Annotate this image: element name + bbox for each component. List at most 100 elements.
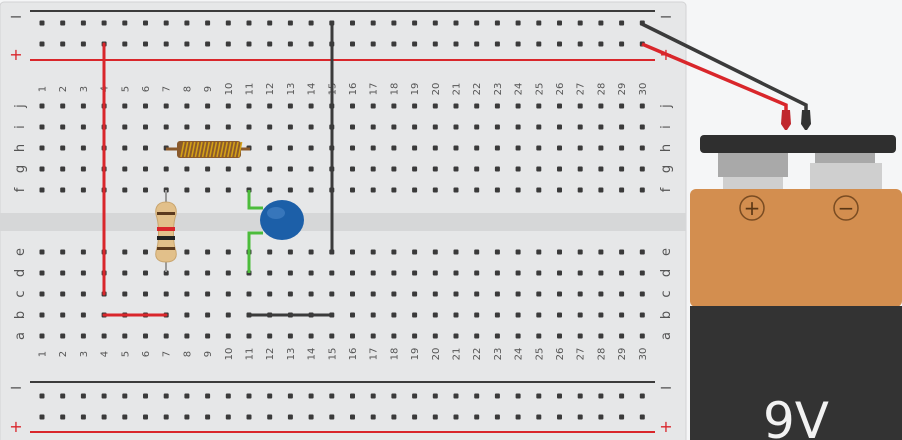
breadboard-hole[interactable]	[474, 145, 480, 151]
breadboard-hole[interactable]	[287, 187, 293, 193]
rail-hole[interactable]	[453, 393, 459, 399]
rail-hole[interactable]	[287, 393, 293, 399]
rail-hole[interactable]	[39, 393, 45, 399]
breadboard-hole[interactable]	[557, 291, 562, 297]
breadboard-hole[interactable]	[60, 124, 66, 130]
breadboard-hole[interactable]	[80, 166, 86, 172]
breadboard-hole[interactable]	[143, 166, 148, 172]
breadboard-hole[interactable]	[60, 145, 66, 151]
rail-hole[interactable]	[329, 414, 335, 420]
breadboard-hole[interactable]	[370, 249, 376, 255]
breadboard-hole[interactable]	[494, 124, 500, 130]
breadboard-hole[interactable]	[577, 333, 583, 339]
breadboard-hole[interactable]	[515, 145, 521, 151]
breadboard-hole[interactable]	[639, 187, 645, 193]
breadboard-hole[interactable]	[122, 187, 128, 193]
breadboard-hole[interactable]	[225, 124, 231, 130]
battery-lead-black[interactable]	[641, 22, 808, 112]
rail-hole[interactable]	[474, 393, 480, 399]
rail-hole[interactable]	[225, 414, 231, 420]
breadboard-hole[interactable]	[122, 333, 128, 339]
breadboard-hole[interactable]	[80, 249, 86, 255]
breadboard-hole[interactable]	[267, 103, 273, 109]
breadboard-hole[interactable]	[536, 291, 542, 297]
breadboard-hole[interactable]	[639, 103, 645, 109]
breadboard-hole[interactable]	[287, 333, 293, 339]
breadboard-hole[interactable]	[557, 333, 562, 339]
breadboard-hole[interactable]	[453, 249, 459, 255]
breadboard-hole[interactable]	[453, 312, 459, 318]
breadboard-hole[interactable]	[287, 145, 293, 151]
rail-hole[interactable]	[205, 20, 211, 26]
breadboard-hole[interactable]	[143, 145, 148, 151]
breadboard-hole[interactable]	[350, 187, 355, 193]
breadboard-hole[interactable]	[557, 270, 562, 276]
breadboard-hole[interactable]	[39, 103, 45, 109]
breadboard-hole[interactable]	[432, 145, 438, 151]
breadboard-hole[interactable]	[184, 291, 190, 297]
rail-hole[interactable]	[536, 414, 542, 420]
rail-hole[interactable]	[184, 393, 190, 399]
breadboard-hole[interactable]	[474, 291, 480, 297]
breadboard-hole[interactable]	[80, 270, 86, 276]
rail-hole[interactable]	[246, 20, 252, 26]
inductor[interactable]	[166, 141, 250, 158]
rail-hole[interactable]	[557, 41, 562, 47]
breadboard-hole[interactable]	[39, 145, 45, 151]
breadboard-hole[interactable]	[536, 270, 542, 276]
breadboard-hole[interactable]	[143, 187, 148, 193]
breadboard-hole[interactable]	[474, 124, 480, 130]
breadboard-hole[interactable]	[60, 312, 66, 318]
breadboard-hole[interactable]	[143, 291, 148, 297]
breadboard-hole[interactable]	[60, 187, 66, 193]
breadboard-hole[interactable]	[639, 270, 645, 276]
breadboard-hole[interactable]	[453, 145, 459, 151]
breadboard-hole[interactable]	[619, 249, 625, 255]
breadboard-hole[interactable]	[246, 103, 252, 109]
breadboard-hole[interactable]	[557, 145, 562, 151]
rail-hole[interactable]	[122, 41, 128, 47]
breadboard-hole[interactable]	[391, 124, 397, 130]
rail-hole[interactable]	[474, 41, 480, 47]
breadboard-hole[interactable]	[308, 187, 314, 193]
breadboard-hole[interactable]	[267, 291, 273, 297]
rail-hole[interactable]	[412, 414, 418, 420]
rail-hole[interactable]	[350, 414, 355, 420]
breadboard-hole[interactable]	[80, 333, 86, 339]
breadboard-hole[interactable]	[474, 187, 480, 193]
breadboard-hole[interactable]	[329, 291, 335, 297]
rail-hole[interactable]	[577, 20, 583, 26]
rail-hole[interactable]	[184, 414, 190, 420]
breadboard-hole[interactable]	[143, 270, 148, 276]
rail-hole[interactable]	[391, 414, 397, 420]
breadboard-hole[interactable]	[536, 103, 542, 109]
breadboard-hole[interactable]	[619, 270, 625, 276]
rail-hole[interactable]	[577, 393, 583, 399]
breadboard-hole[interactable]	[350, 103, 355, 109]
breadboard-hole[interactable]	[494, 291, 500, 297]
rail-hole[interactable]	[391, 20, 397, 26]
breadboard-hole[interactable]	[536, 249, 542, 255]
breadboard-hole[interactable]	[80, 145, 86, 151]
breadboard-hole[interactable]	[453, 291, 459, 297]
breadboard-hole[interactable]	[432, 103, 438, 109]
rail-hole[interactable]	[60, 393, 66, 399]
breadboard-hole[interactable]	[619, 166, 625, 172]
breadboard-hole[interactable]	[143, 124, 148, 130]
breadboard-hole[interactable]	[494, 312, 500, 318]
breadboard-hole[interactable]	[639, 145, 645, 151]
breadboard-hole[interactable]	[225, 333, 231, 339]
breadboard-hole[interactable]	[598, 145, 604, 151]
breadboard-hole[interactable]	[225, 187, 231, 193]
rail-hole[interactable]	[494, 20, 500, 26]
rail-hole[interactable]	[557, 414, 562, 420]
breadboard-hole[interactable]	[287, 124, 293, 130]
breadboard-hole[interactable]	[143, 333, 148, 339]
breadboard-hole[interactable]	[246, 124, 252, 130]
breadboard-hole[interactable]	[639, 166, 645, 172]
breadboard-hole[interactable]	[246, 291, 252, 297]
rail-hole[interactable]	[453, 414, 459, 420]
rail-hole[interactable]	[453, 41, 459, 47]
breadboard-hole[interactable]	[267, 187, 273, 193]
rail-hole[interactable]	[246, 414, 252, 420]
